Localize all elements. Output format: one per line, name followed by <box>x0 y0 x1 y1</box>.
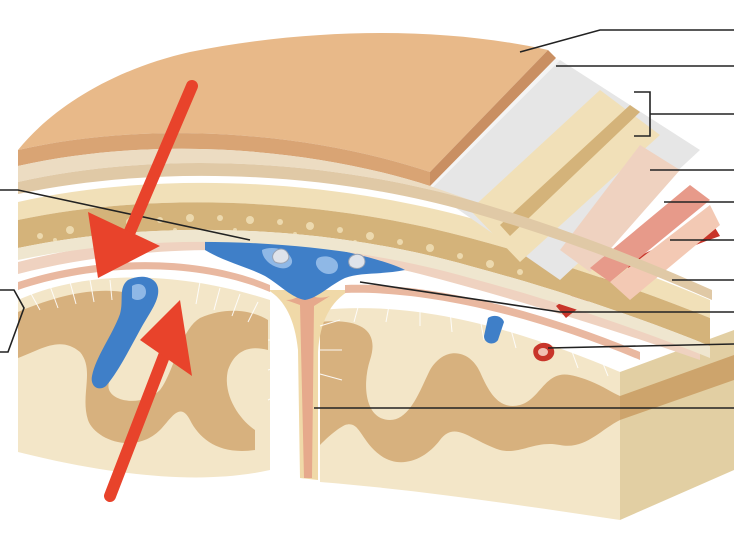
falx-cerebri <box>268 290 350 480</box>
superior-sagittal-sinus <box>205 238 405 300</box>
right-gray-matter <box>320 321 620 463</box>
left-gray-matter <box>18 290 268 451</box>
dura-mater <box>18 237 700 360</box>
block-side-gray <box>620 355 734 420</box>
cerebral-vein-right <box>484 315 504 344</box>
leader-bracket <box>634 91 734 137</box>
leader-lines <box>0 29 734 409</box>
leader-left-1 <box>0 189 251 241</box>
brain-block <box>18 277 734 520</box>
spongy-bone <box>18 202 710 346</box>
scalp-flap <box>18 33 720 300</box>
leader-9 <box>547 343 734 349</box>
leader-8 <box>359 281 734 313</box>
vein-lumen-left <box>132 284 146 300</box>
leader-left-2 <box>0 289 25 353</box>
pia-layer-right <box>345 284 640 360</box>
leader-1 <box>519 29 734 53</box>
cerebral-vein-left <box>91 276 159 389</box>
arrow-lower <box>104 300 192 502</box>
arrow-upper <box>88 80 198 278</box>
scalp-skin <box>18 33 548 172</box>
pia-layer <box>18 262 270 292</box>
